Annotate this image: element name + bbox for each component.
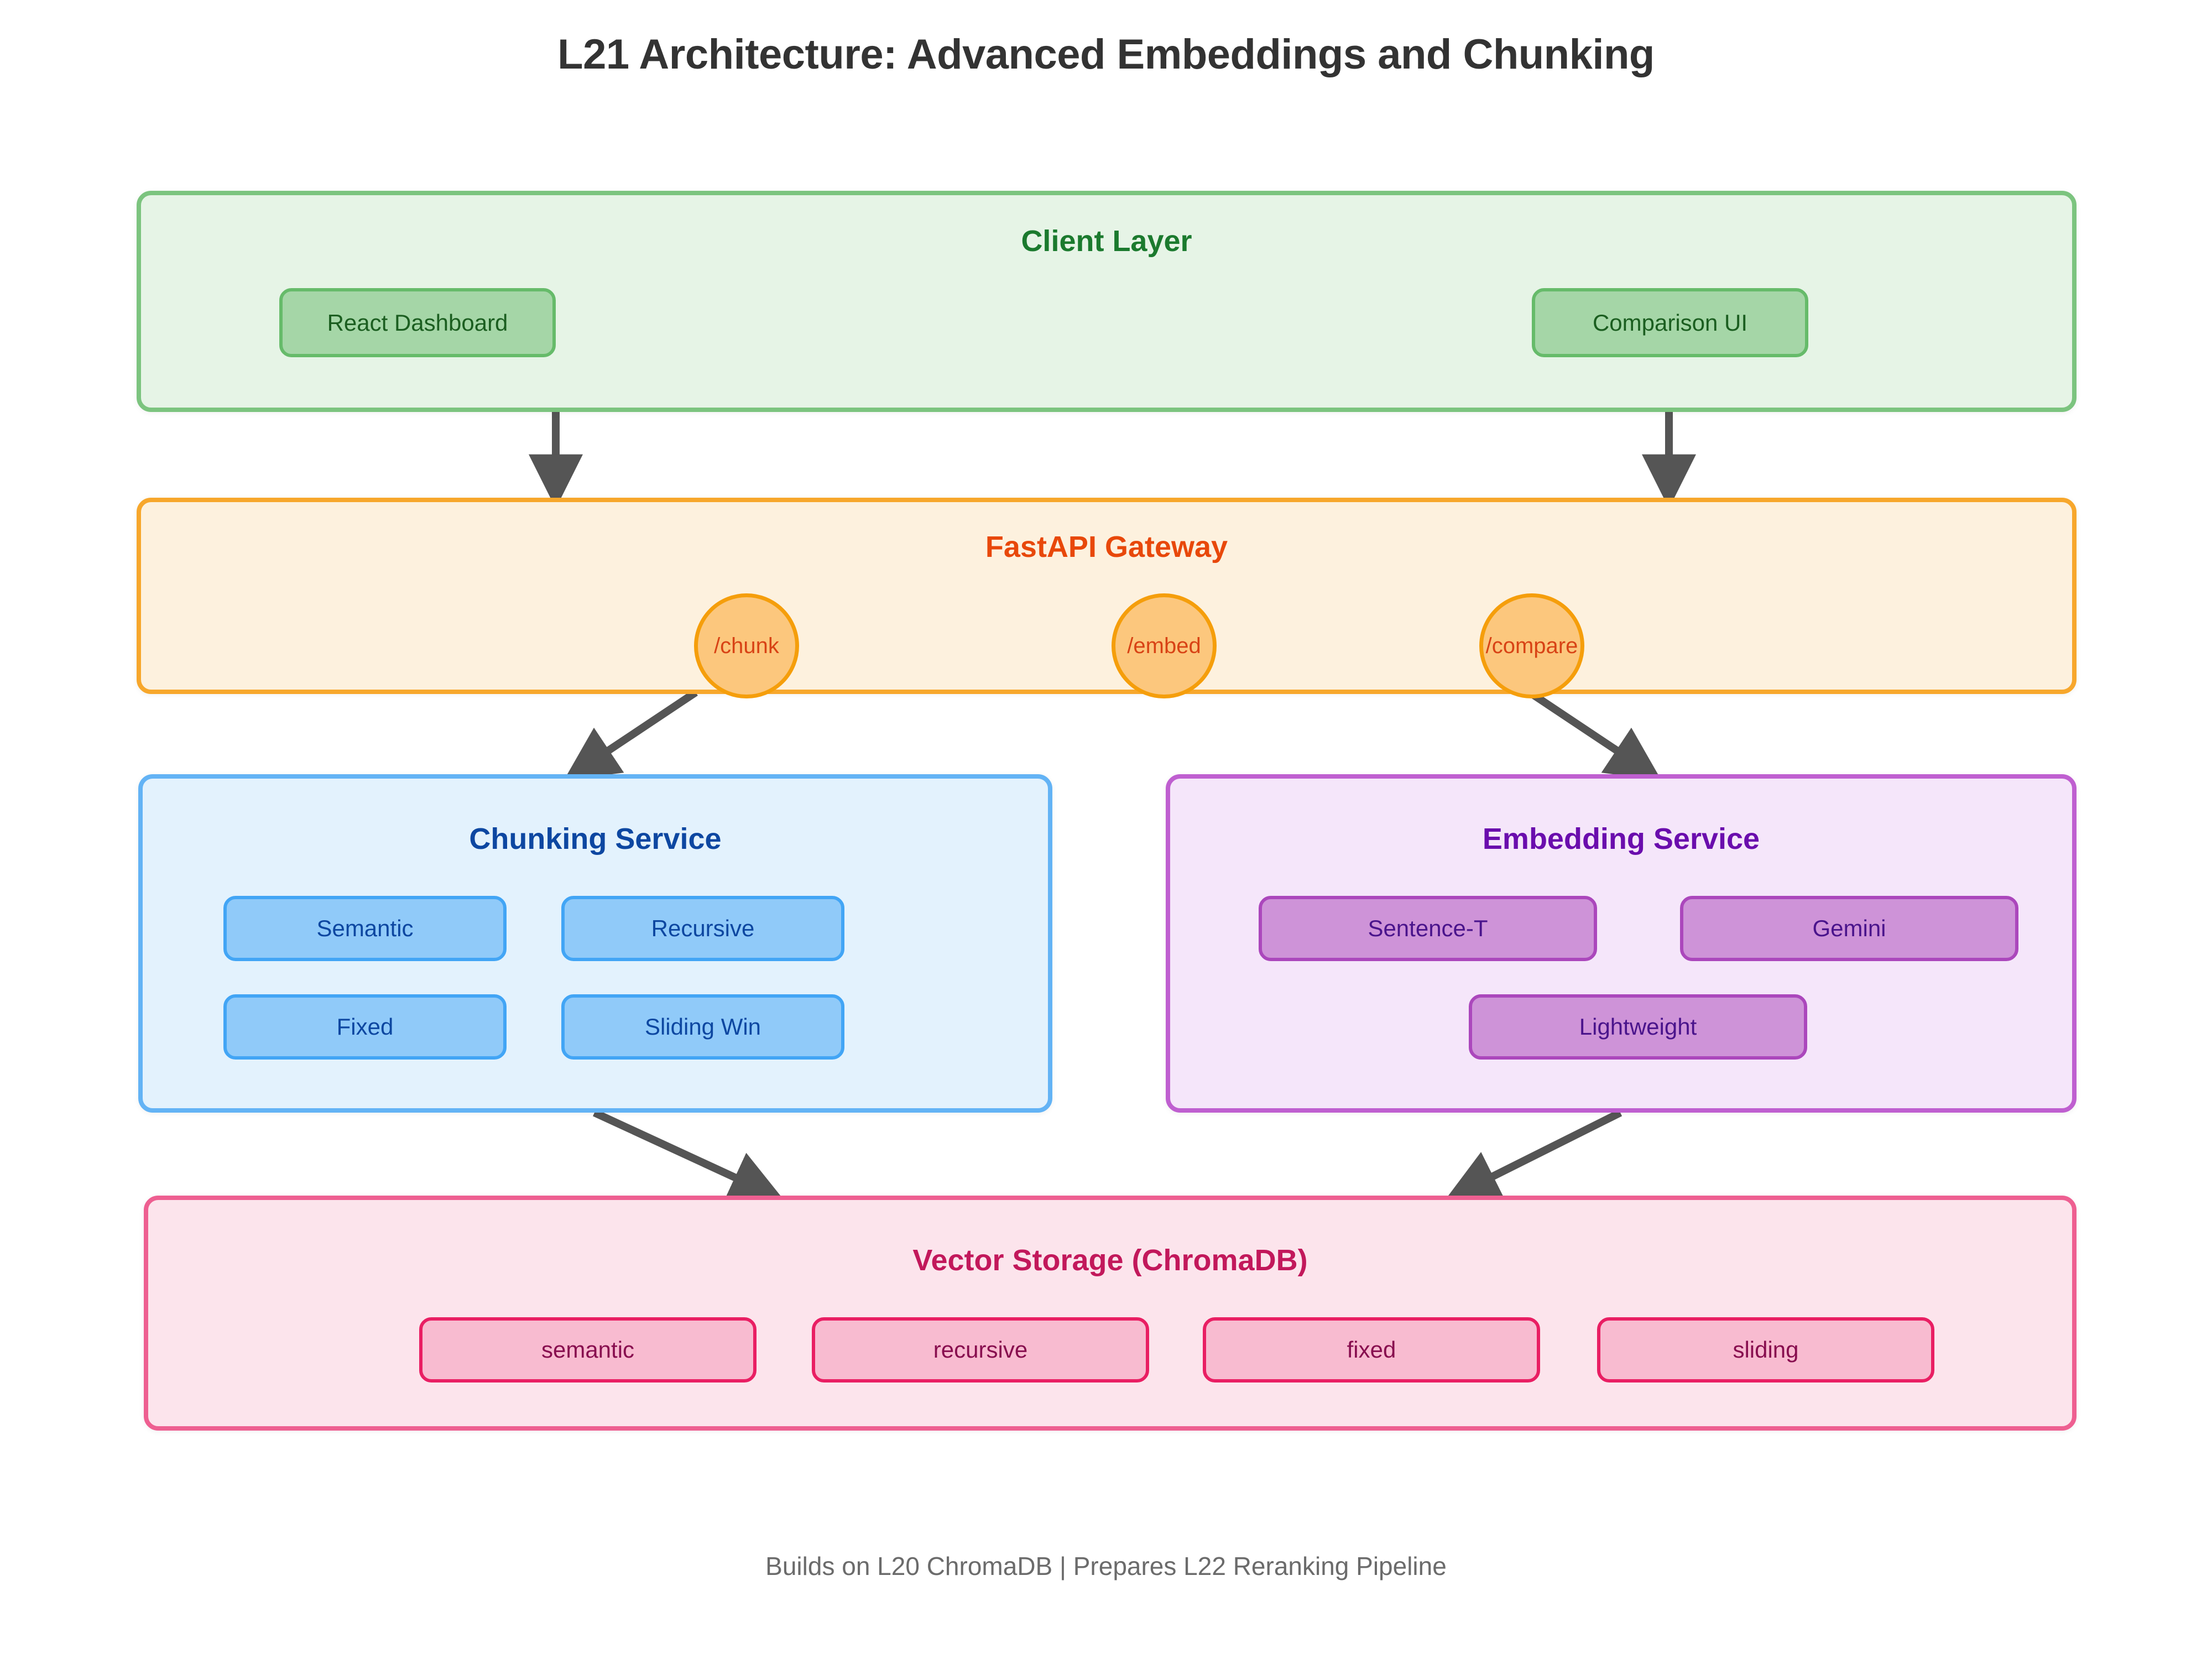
endpoint-embed-label: /embed [1127,633,1201,658]
vector-storage-title: Vector Storage (ChromaDB) [912,1244,1308,1277]
node-react-dashboard-label: React Dashboard [327,309,508,336]
collection-fixed-label: fixed [1347,1337,1396,1363]
node-recursive-chunker-label: Recursive [651,915,755,941]
edge-chunking-to-storage [593,1109,784,1202]
collection-recursive-label: recursive [933,1337,1028,1363]
edge-chunk-to-chunking [564,689,698,780]
client-layer-title: Client Layer [1021,225,1192,258]
edge-compare-to-embedding [1527,689,1662,780]
chunking-service-group: Chunking Service Semantic Recursive Fixe… [138,774,1052,1113]
collection-semantic-label: semantic [541,1337,635,1363]
collection-sliding-label: sliding [1733,1337,1799,1363]
node-semantic-chunker[interactable]: Semantic [223,896,507,961]
node-sliding-window-chunker[interactable]: Sliding Win [561,994,844,1060]
collection-recursive[interactable]: recursive [812,1317,1149,1383]
node-gemini-embedder[interactable]: Gemini [1680,896,2018,961]
node-recursive-chunker[interactable]: Recursive [561,896,844,961]
node-sentence-transformer-label: Sentence-T [1368,915,1488,941]
endpoint-chunk[interactable]: /chunk [694,593,799,698]
fastapi-gateway-group: FastAPI Gateway /chunk /embed /compare [137,498,2077,698]
node-react-dashboard[interactable]: React Dashboard [279,288,556,357]
node-gemini-embedder-label: Gemini [1812,915,1886,941]
endpoint-compare[interactable]: /compare [1479,593,1584,698]
node-lightweight-embedder[interactable]: Lightweight [1469,994,1807,1060]
node-semantic-chunker-label: Semantic [316,915,414,941]
client-layer-group: Client Layer React Dashboard Comparison … [137,191,2077,412]
embedding-service-title: Embedding Service [1482,822,1760,855]
node-comparison-ui[interactable]: Comparison UI [1532,288,1808,357]
chunking-service-title: Chunking Service [469,822,722,855]
embedding-service-group: Embedding Service Sentence-T Gemini Ligh… [1166,774,2077,1113]
endpoint-chunk-label: /chunk [714,633,779,658]
endpoint-embed[interactable]: /embed [1112,593,1217,698]
node-sentence-transformer[interactable]: Sentence-T [1259,896,1597,961]
collection-sliding[interactable]: sliding [1597,1317,1934,1383]
fastapi-gateway-title: FastAPI Gateway [985,530,1228,564]
edge-embedding-to-storage [1444,1109,1623,1201]
node-fixed-chunker-label: Fixed [336,1014,394,1040]
collection-semantic[interactable]: semantic [419,1317,757,1383]
node-comparison-ui-label: Comparison UI [1592,309,1748,336]
page-footer: Builds on L20 ChromaDB | Prepares L22 Re… [765,1552,1447,1580]
node-fixed-chunker[interactable]: Fixed [223,994,507,1060]
endpoint-compare-label: /compare [1485,633,1578,658]
collection-fixed[interactable]: fixed [1203,1317,1540,1383]
node-lightweight-embedder-label: Lightweight [1579,1014,1697,1040]
node-sliding-window-chunker-label: Sliding Win [644,1014,761,1040]
vector-storage-group: Vector Storage (ChromaDB) semantic recur… [144,1196,2077,1431]
page-title: L21 Architecture: Advanced Embeddings an… [557,31,1655,78]
